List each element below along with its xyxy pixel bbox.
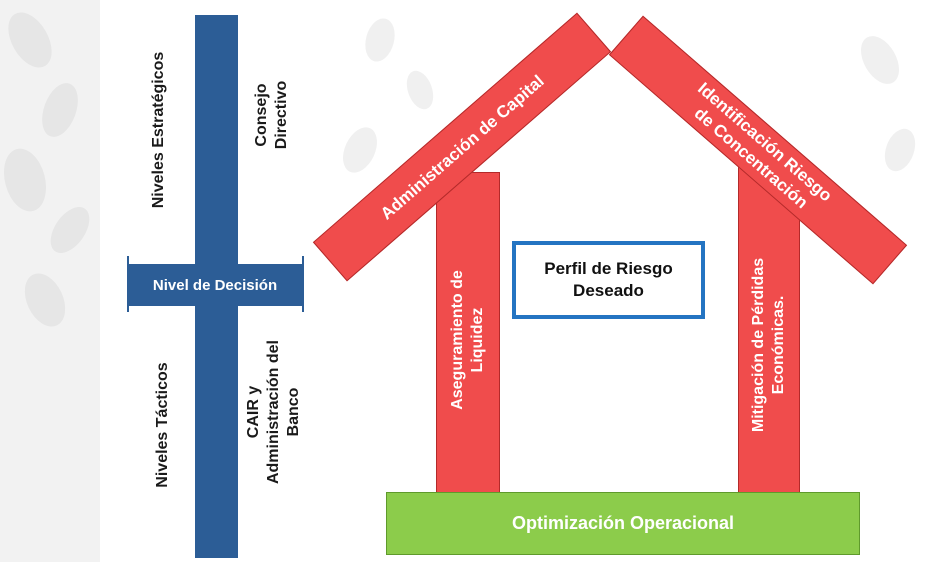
tactical-levels-label: Niveles Tácticos xyxy=(154,362,171,488)
management-label: CAIR y Administración del Banco xyxy=(245,339,302,485)
decision-level-bar: Nivel de Decisión xyxy=(128,264,302,306)
pillar-liquidity xyxy=(436,172,500,496)
foundation-operational-optimization: Optimización Operacional xyxy=(386,492,860,555)
board-label: Consejo Directivo xyxy=(253,80,290,150)
decision-level-label: Nivel de Decisión xyxy=(152,276,278,294)
pillar-liquidity-label: Aseguramiento de Liquidez xyxy=(449,270,486,410)
strategic-levels-label: Niveles Estratégicos xyxy=(150,51,167,209)
pillar-loss-mitigation xyxy=(738,165,800,496)
decision-tick-right xyxy=(302,256,304,312)
risk-profile-box: Perfil de Riesgo Deseado xyxy=(512,241,705,319)
pillar-loss-mitigation-label: Mitigación de Pérdidas Económicas. xyxy=(750,257,787,433)
